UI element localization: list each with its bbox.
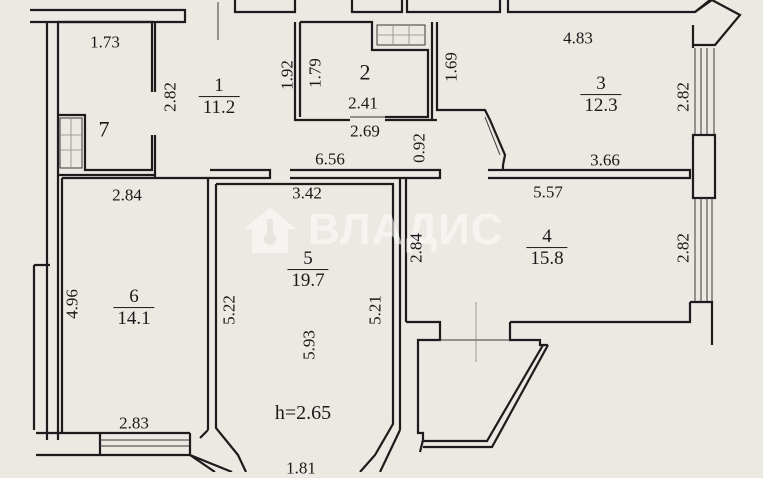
watermark: ВЛАДИС [242,205,504,255]
room-2-label: 2 [359,59,371,85]
room-2-walls [293,20,507,166]
house-key-icon [244,207,296,253]
dim-room5-length: 5.93 [299,330,319,360]
dim-room6-left: 4.96 [62,289,82,319]
dim-room2-left: 1.79 [305,58,325,88]
dim-room5-bottom: 1.81 [286,458,316,478]
room-7-walls [58,20,157,177]
dim-room1-left: 2.82 [160,82,180,112]
dim-room2-bottom-outer: 2.69 [350,121,380,141]
dim-room4-left: 2.84 [406,233,426,263]
dim-room1-right: 1.92 [277,60,297,90]
dim-room3-left: 1.69 [441,52,461,82]
dim-room5-left: 5.22 [219,295,239,325]
room-4-label: 4 15.8 [526,227,568,269]
room-6-walls [60,176,155,432]
room-4-walls [406,302,692,453]
dim-corridor-width: 0.92 [409,133,429,163]
dim-room5-top: 3.42 [292,183,322,203]
room-1-label: 1 11.2 [198,76,240,118]
dim-room5-right: 5.21 [365,295,385,325]
dim-room2-bottom-inner: 2.41 [348,93,378,113]
room-6-label: 6 14.1 [113,287,155,329]
dim-room3-right: 2.82 [673,82,693,112]
dim-room4-right: 2.82 [673,233,693,263]
room-5-walls [199,178,408,472]
room-5-label: 5 19.7 [287,249,329,291]
dim-room4-top: 5.57 [533,182,563,202]
watermark-brand: ВЛАДИС [308,205,504,254]
ceiling-height: h=2.65 [274,402,332,424]
dim-corridor-length: 6.56 [315,149,345,169]
dim-room6-top: 2.84 [112,185,142,205]
dim-room6-bottom: 2.83 [119,413,149,433]
outer-walls [30,0,742,472]
dim-room3-top: 4.83 [563,28,593,48]
room-7-label: 7 [98,116,110,142]
dim-room7-top: 1.73 [90,32,120,52]
dim-room3-bottom: 3.66 [590,150,620,170]
room-3-label: 3 12.3 [580,74,622,116]
